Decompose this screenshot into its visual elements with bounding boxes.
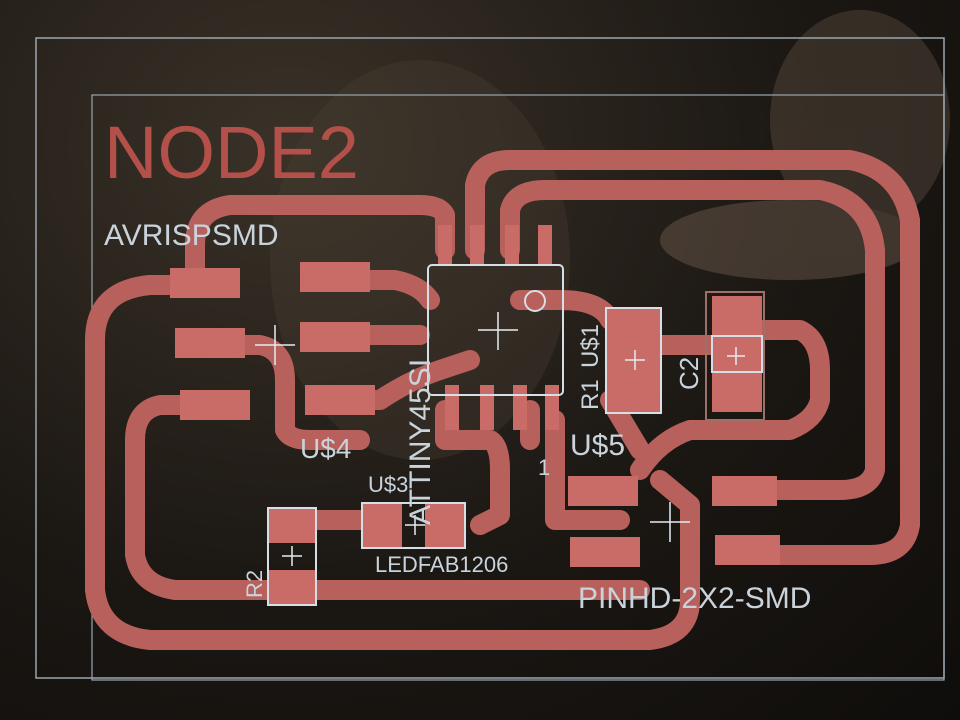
r1-outline [605, 307, 662, 414]
label-pinhd: PINHD-2X2-SMD [578, 582, 811, 615]
copper-pads [170, 225, 780, 605]
label-u3: U$3 [368, 472, 408, 497]
led-outline [361, 502, 466, 549]
c2-pad-bottom [712, 372, 762, 412]
r2-pad-top [268, 508, 316, 543]
board-title: NODE2 [104, 111, 359, 194]
ic-pin-bot-3 [513, 385, 527, 430]
ic-pin-bot-1 [445, 385, 459, 430]
label-avrisp: AVRISPSMD [104, 219, 278, 252]
ic-pin-bot-2 [480, 385, 494, 430]
label-u4: U$4 [300, 433, 351, 464]
avrisp-pad-2 [300, 262, 370, 292]
avrisp-pad-6 [305, 385, 375, 415]
c2-center [711, 335, 763, 373]
label-led: LEDFAB1206 [375, 552, 508, 577]
origin-crosshairs [255, 312, 745, 566]
ic-pin-top-3 [505, 225, 519, 265]
c2-outline [705, 291, 765, 421]
pinhd-pad-4 [715, 535, 780, 565]
avrisp-pad-5 [180, 390, 250, 420]
label-u1: U$1 [577, 324, 604, 368]
label-ic: ATTINY45SI [404, 359, 437, 525]
silkscreen [267, 264, 765, 606]
label-r1: R1 [577, 379, 604, 410]
label-c2: C2 [674, 357, 704, 390]
ic-pin-top-4 [538, 225, 552, 265]
label-pin1: 1 [538, 455, 550, 480]
led-pad-left [362, 503, 402, 548]
avrisp-pad-4 [300, 322, 370, 352]
avrisp-pad-3 [175, 328, 245, 358]
pinhd-pad-1 [568, 476, 638, 506]
led-pad-right [425, 503, 465, 548]
ic-pin-top-1 [438, 225, 452, 265]
ic-pin1-marker [524, 290, 546, 312]
ic-pin-bot-4 [545, 385, 559, 430]
copper-traces [85, 150, 920, 650]
ic-pin-top-2 [470, 225, 484, 265]
label-u5: U$5 [570, 429, 625, 462]
r2-outline [267, 507, 317, 606]
r2-pad-bottom [268, 570, 316, 605]
pinhd-pad-3 [570, 537, 640, 567]
avrisp-pad-1 [170, 268, 240, 298]
pinhd-pad-2 [712, 476, 777, 506]
label-r2: R2 [242, 570, 267, 598]
c2-pad-top [712, 296, 762, 336]
ic-outline [427, 264, 564, 396]
